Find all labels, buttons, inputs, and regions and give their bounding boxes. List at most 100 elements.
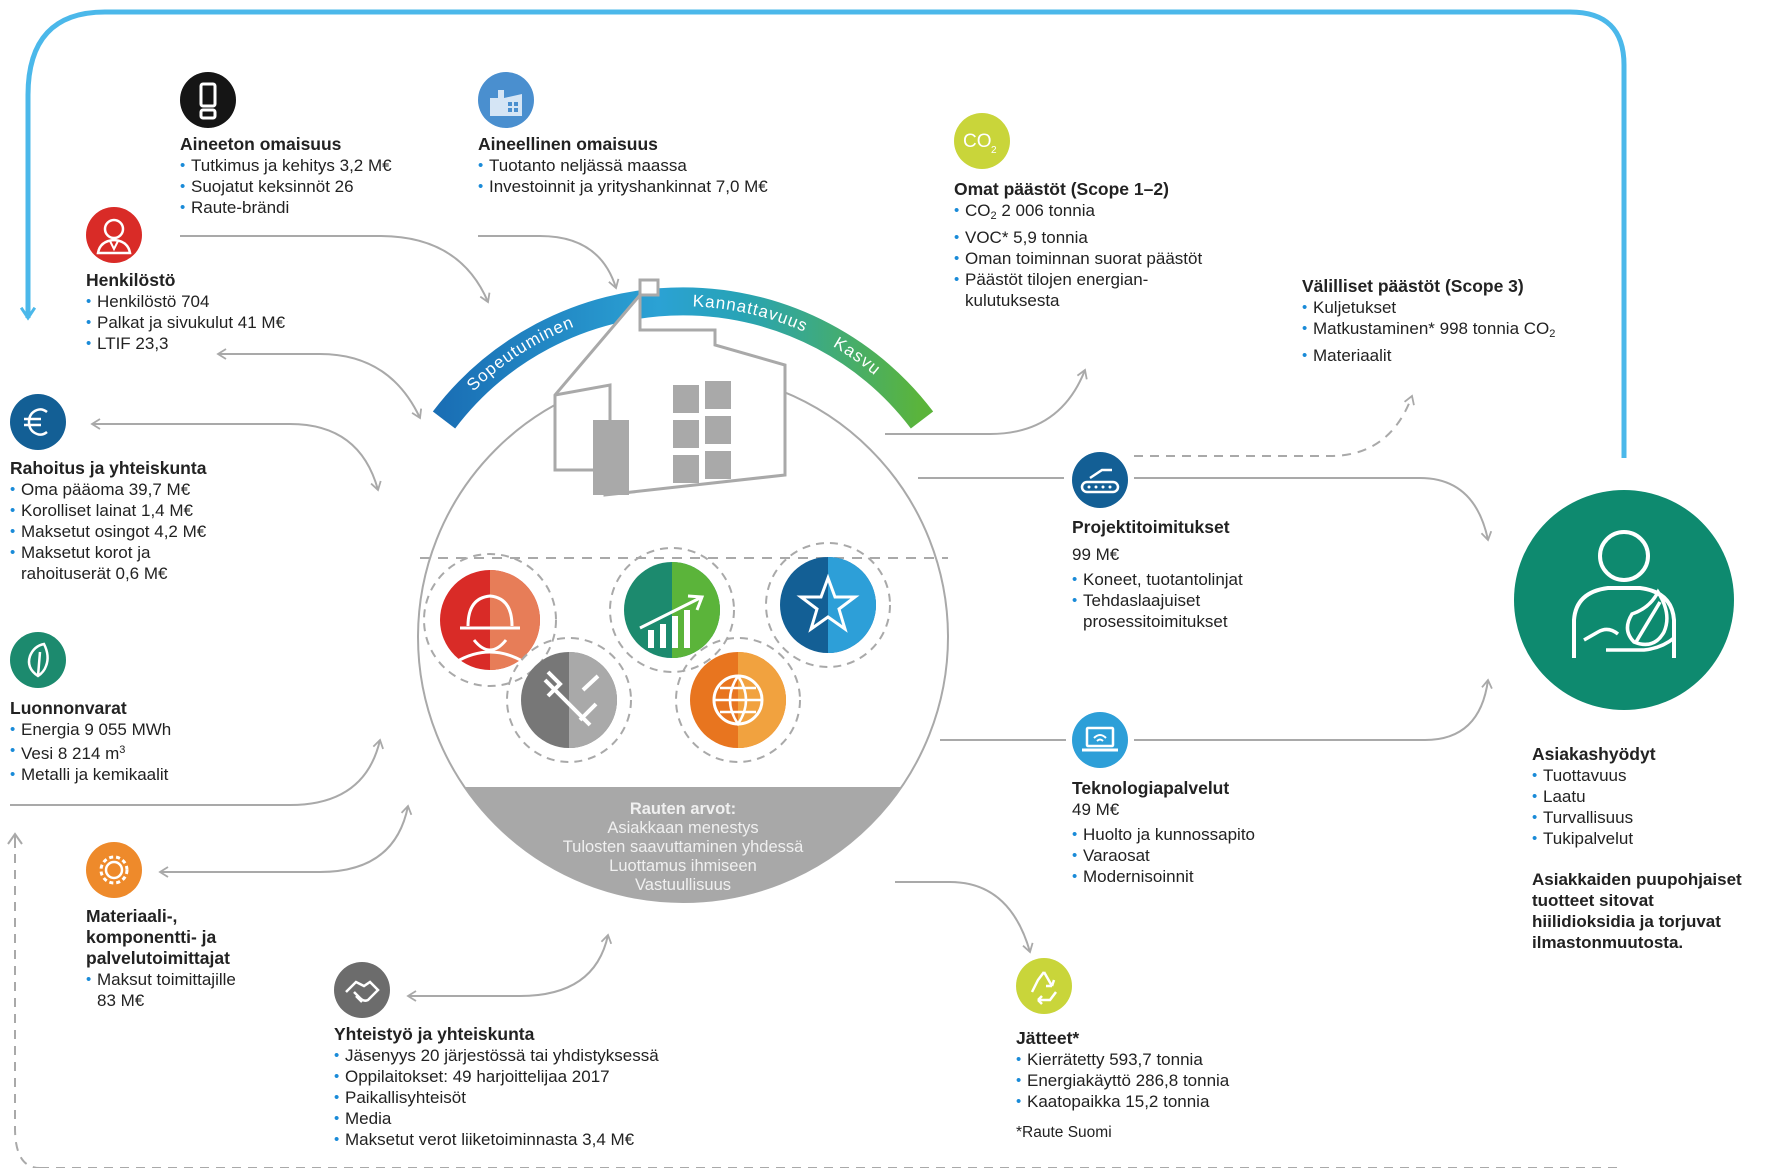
waste-title: Jätteet* [1016, 1028, 1080, 1048]
list-item: Energia 9 055 MWh [10, 719, 171, 740]
list-item: Laatu [1532, 786, 1742, 807]
list-item: Kierrätetty 593,7 tonnia [1016, 1049, 1229, 1070]
list-item: Korolliset lainat 1,4 M€ [10, 500, 206, 521]
water-superscript: 3 [119, 744, 126, 756]
values-title: Rauten arvot: [629, 800, 737, 818]
value-item: Luottamus ihmiseen [609, 857, 757, 875]
finance-block: Rahoitus ja yhteiskunta Oma pääoma 39,7 … [10, 458, 206, 584]
waste-block: Jätteet* Kierrätetty 593,7 tonnia Energi… [1016, 1028, 1229, 1143]
list-item: Oman toiminnan suorat päästöt [954, 248, 1202, 269]
list-item: Päästöt tilojen energian- [954, 269, 1202, 290]
value-item: Asiakkaan menestys [607, 819, 759, 837]
suppliers-title-line: komponentti- ja [86, 927, 217, 947]
travel-emissions: Matkustaminen* 998 tonnia CO [1313, 319, 1550, 338]
suppliers-title-line: palvelutoimittajat [86, 948, 230, 968]
natural-resources-block: Luonnonvarat Energia 9 055 MWh Vesi 8 21… [10, 698, 171, 785]
list-item: Raute-brändi [180, 197, 392, 218]
list-item: Maksetut korot ja [10, 542, 206, 563]
list-item: Oppilaitokset: 49 harjoittelijaa 2017 [334, 1066, 659, 1087]
tangible-assets-block: Aineellinen omaisuus Tuotanto neljässä m… [478, 134, 768, 197]
list-item-continuation: rahoituserät 0,6 M€ [21, 564, 168, 583]
list-item: Tuotanto neljässä maassa [478, 155, 768, 176]
list-item: Tuottavuus [1532, 765, 1742, 786]
svg-text:Sopeutuminen: Sopeutuminen [463, 312, 577, 394]
personnel-block: Henkilöstö Henkilöstö 704 Palkat ja sivu… [86, 270, 285, 354]
cooperation-title: Yhteistyö ja yhteiskunta [334, 1024, 535, 1044]
statement-line: ilmastonmuutosta. [1532, 933, 1684, 952]
list-item: Maksetut verot liiketoiminnasta 3,4 M€ [334, 1129, 659, 1150]
indirect-emissions-block: Välilliset päästöt (Scope 3) Kuljetukset… [1302, 276, 1555, 366]
value-item: Tulosten saavuttaminen yhdessä [562, 838, 804, 856]
list-item: Media [334, 1108, 659, 1129]
arc-label-adaptation: Sopeutuminen [463, 312, 576, 394]
statement-line: tuotteet sitovat [1532, 891, 1654, 910]
value-item: Vastuullisuus [635, 876, 731, 894]
customer-benefits-title: Asiakashyödyt [1532, 744, 1656, 764]
intangible-assets-block: Aineeton omaisuus Tutkimus ja kehitys 3,… [180, 134, 392, 218]
own-emissions-title: Omat päästöt (Scope 1–2) [954, 179, 1169, 199]
list-item: Kuljetukset [1302, 297, 1555, 318]
recycle-icon [1016, 958, 1072, 1014]
list-item: Palkat ja sivukulut 41 M€ [86, 312, 285, 333]
statement-line: hiilidioksidia ja torjuvat [1532, 912, 1721, 931]
co2-value: 2 006 tonnia [996, 201, 1095, 220]
list-item: Investoinnit ja yrityshankinnat 7,0 M€ [478, 176, 768, 197]
intangible-assets-title: Aineeton omaisuus [180, 134, 342, 154]
list-item: Maksut toimittajille [86, 969, 236, 990]
euro-icon [10, 394, 66, 450]
customer-statement: Asiakkaiden puupohjaiset tuotteet sitova… [1532, 869, 1742, 953]
list-item: Modernisoinnit [1072, 866, 1255, 887]
project-deliveries-title: Projektitoimitukset [1072, 517, 1230, 537]
list-item: Vesi 8 214 m3 [10, 740, 171, 764]
values-text: Rauten arvot: Asiakkaan menestys Tuloste… [503, 800, 863, 895]
list-item: Turvallisuus [1532, 807, 1742, 828]
list-item: Energiakäyttö 286,8 tonnia [1016, 1070, 1229, 1091]
technology-services-amount: 49 M€ [1072, 800, 1120, 819]
svg-text:2: 2 [991, 145, 997, 156]
list-item: Maksetut osingot 4,2 M€ [10, 521, 206, 542]
natural-resources-title: Luonnonvarat [10, 698, 127, 718]
list-item: Huolto ja kunnossapito [1072, 824, 1255, 845]
technology-services-block[interactable]: Teknologiapalvelut 49 M€ Huolto ja kunno… [1072, 778, 1255, 887]
gear-icon [86, 842, 142, 898]
laptop-icon[interactable] [1072, 712, 1128, 768]
list-item: Tutkimus ja kehitys 3,2 M€ [180, 155, 392, 176]
list-item: Tukipalvelut [1532, 828, 1742, 849]
cooperation-block: Yhteistyö ja yhteiskunta Jäsenyys 20 jär… [334, 1024, 659, 1150]
list-item: Varaosat [1072, 845, 1255, 866]
personnel-title: Henkilöstö [86, 270, 176, 290]
indirect-emissions-title: Välilliset päästöt (Scope 3) [1302, 276, 1524, 296]
water-value: Vesi 8 214 m [21, 744, 120, 763]
exclamation-icon [180, 72, 236, 128]
technology-services-title: Teknologiapalvelut [1072, 778, 1230, 798]
suppliers-block: Materiaali-, komponentti- ja palvelutoim… [86, 906, 236, 1011]
list-item-continuation: prosessitoimitukset [1083, 612, 1228, 631]
feedback-loop-arrow [28, 9, 1627, 458]
list-item: CO2 2 006 tonnia [954, 200, 1202, 227]
list-item: VOC* 5,9 tonnia [954, 227, 1202, 248]
list-item: Henkilöstö 704 [86, 291, 285, 312]
statement-line: Asiakkaiden puupohjaiset [1532, 870, 1742, 889]
project-deliveries-block[interactable]: Projektitoimitukset 99 M€ Koneet, tuotan… [1072, 517, 1243, 632]
list-item: Tehdaslaajuiset [1072, 590, 1243, 611]
list-item: Materiaalit [1302, 345, 1555, 366]
handshake-icon [334, 962, 390, 1018]
conveyor-icon[interactable] [1072, 452, 1128, 508]
finance-title: Rahoitus ja yhteiskunta [10, 458, 207, 478]
suppliers-title-line: Materiaali-, [86, 906, 178, 926]
factory-illustration [553, 278, 787, 497]
factory-icon [478, 72, 534, 128]
list-item: Oma pääoma 39,7 M€ [10, 479, 206, 500]
leaf-icon [10, 632, 66, 688]
customer-icon [1514, 490, 1734, 710]
list-item: Suojatut keksinnöt 26 [180, 176, 392, 197]
project-deliveries-amount: 99 M€ [1072, 545, 1120, 564]
list-item-continuation: kulutuksesta [965, 291, 1060, 310]
list-item: Jäsenyys 20 järjestössä tai yhdistyksess… [334, 1045, 659, 1066]
list-item-continuation: 83 M€ [97, 991, 145, 1010]
list-item: Koneet, tuotantolinjat [1072, 569, 1243, 590]
co2-subscript: 2 [990, 210, 997, 222]
co2-subscript: 2 [1549, 328, 1556, 340]
